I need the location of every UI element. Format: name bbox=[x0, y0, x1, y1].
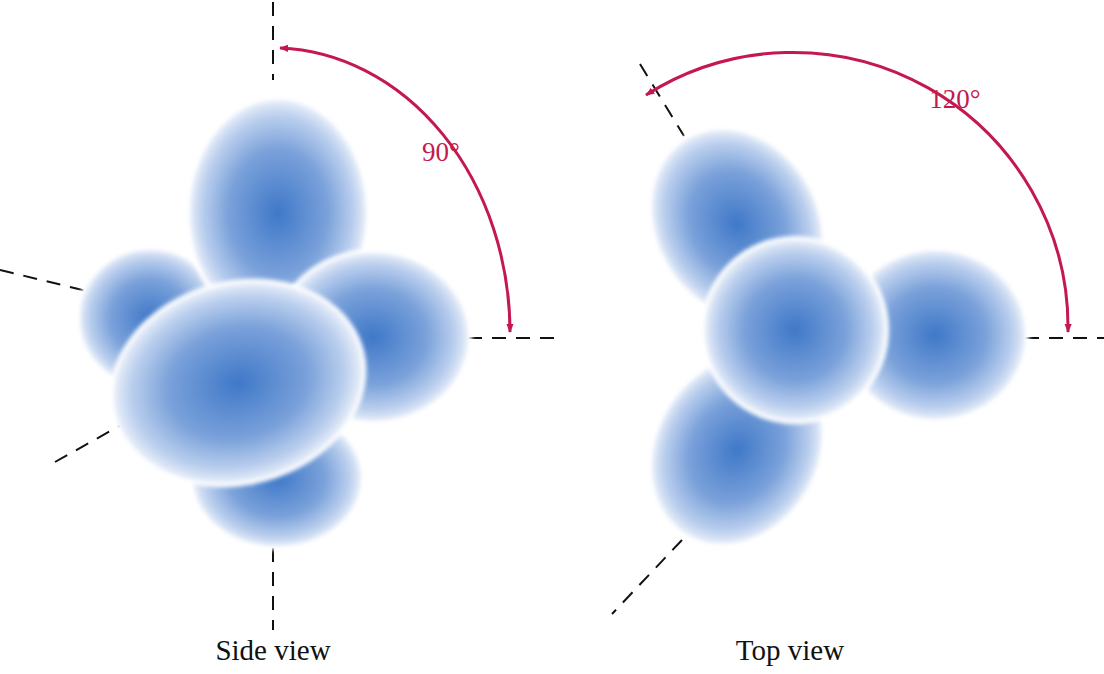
side-view-orbitals bbox=[78, 98, 470, 548]
angle-label: 120° bbox=[929, 85, 980, 115]
angle-label: 90° bbox=[422, 138, 460, 168]
angle-arcs bbox=[280, 48, 1068, 332]
view-caption: Top view bbox=[736, 635, 844, 667]
top-view-orbitals bbox=[616, 96, 1027, 577]
axis-lines bbox=[0, 2, 1104, 630]
view-caption: Side view bbox=[215, 635, 330, 667]
